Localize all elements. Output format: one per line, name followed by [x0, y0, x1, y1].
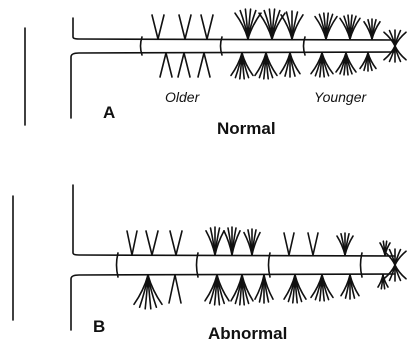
panel-a-segment-0 — [141, 37, 143, 55]
panel-b-panel — [13, 185, 406, 330]
panel-b-lower-branch-1 — [169, 275, 181, 303]
younger-label: Younger — [314, 90, 366, 104]
panel-b-upper-branch-1 — [146, 231, 158, 255]
panel-b-segment-1 — [197, 253, 199, 277]
panel-b-upper-branch-7 — [308, 233, 318, 255]
panel-a-segment-1 — [221, 37, 223, 55]
panel-b-letter: B — [93, 318, 105, 335]
panel-a-letter: A — [103, 104, 115, 121]
panel-b-segment-3 — [361, 253, 363, 277]
panel-a-lower-branch-2 — [198, 53, 210, 77]
panel-a-upper-branch-2 — [201, 15, 213, 39]
panel-a-title: Normal — [217, 120, 276, 137]
panel-b-upper-branch-0 — [127, 231, 137, 255]
panel-a-upper-branch-1 — [179, 15, 191, 39]
panel-b-upper-branch-6 — [284, 233, 294, 255]
panel-b-upper-branch-2 — [170, 231, 182, 255]
panel-a-panel — [25, 9, 406, 125]
panel-b-segment-2 — [269, 253, 271, 277]
panel-b-axis-bottom — [71, 274, 395, 330]
older-label: Older — [165, 90, 199, 104]
panel-a-segment-2 — [304, 37, 306, 55]
panel-a-upper-branch-0 — [152, 15, 164, 39]
panel-b-title: Abnormal — [208, 325, 287, 342]
panel-a-lower-branch-1 — [178, 53, 190, 77]
panel-a-lower-branch-0 — [160, 53, 172, 77]
panel-b-segment-0 — [117, 253, 119, 277]
